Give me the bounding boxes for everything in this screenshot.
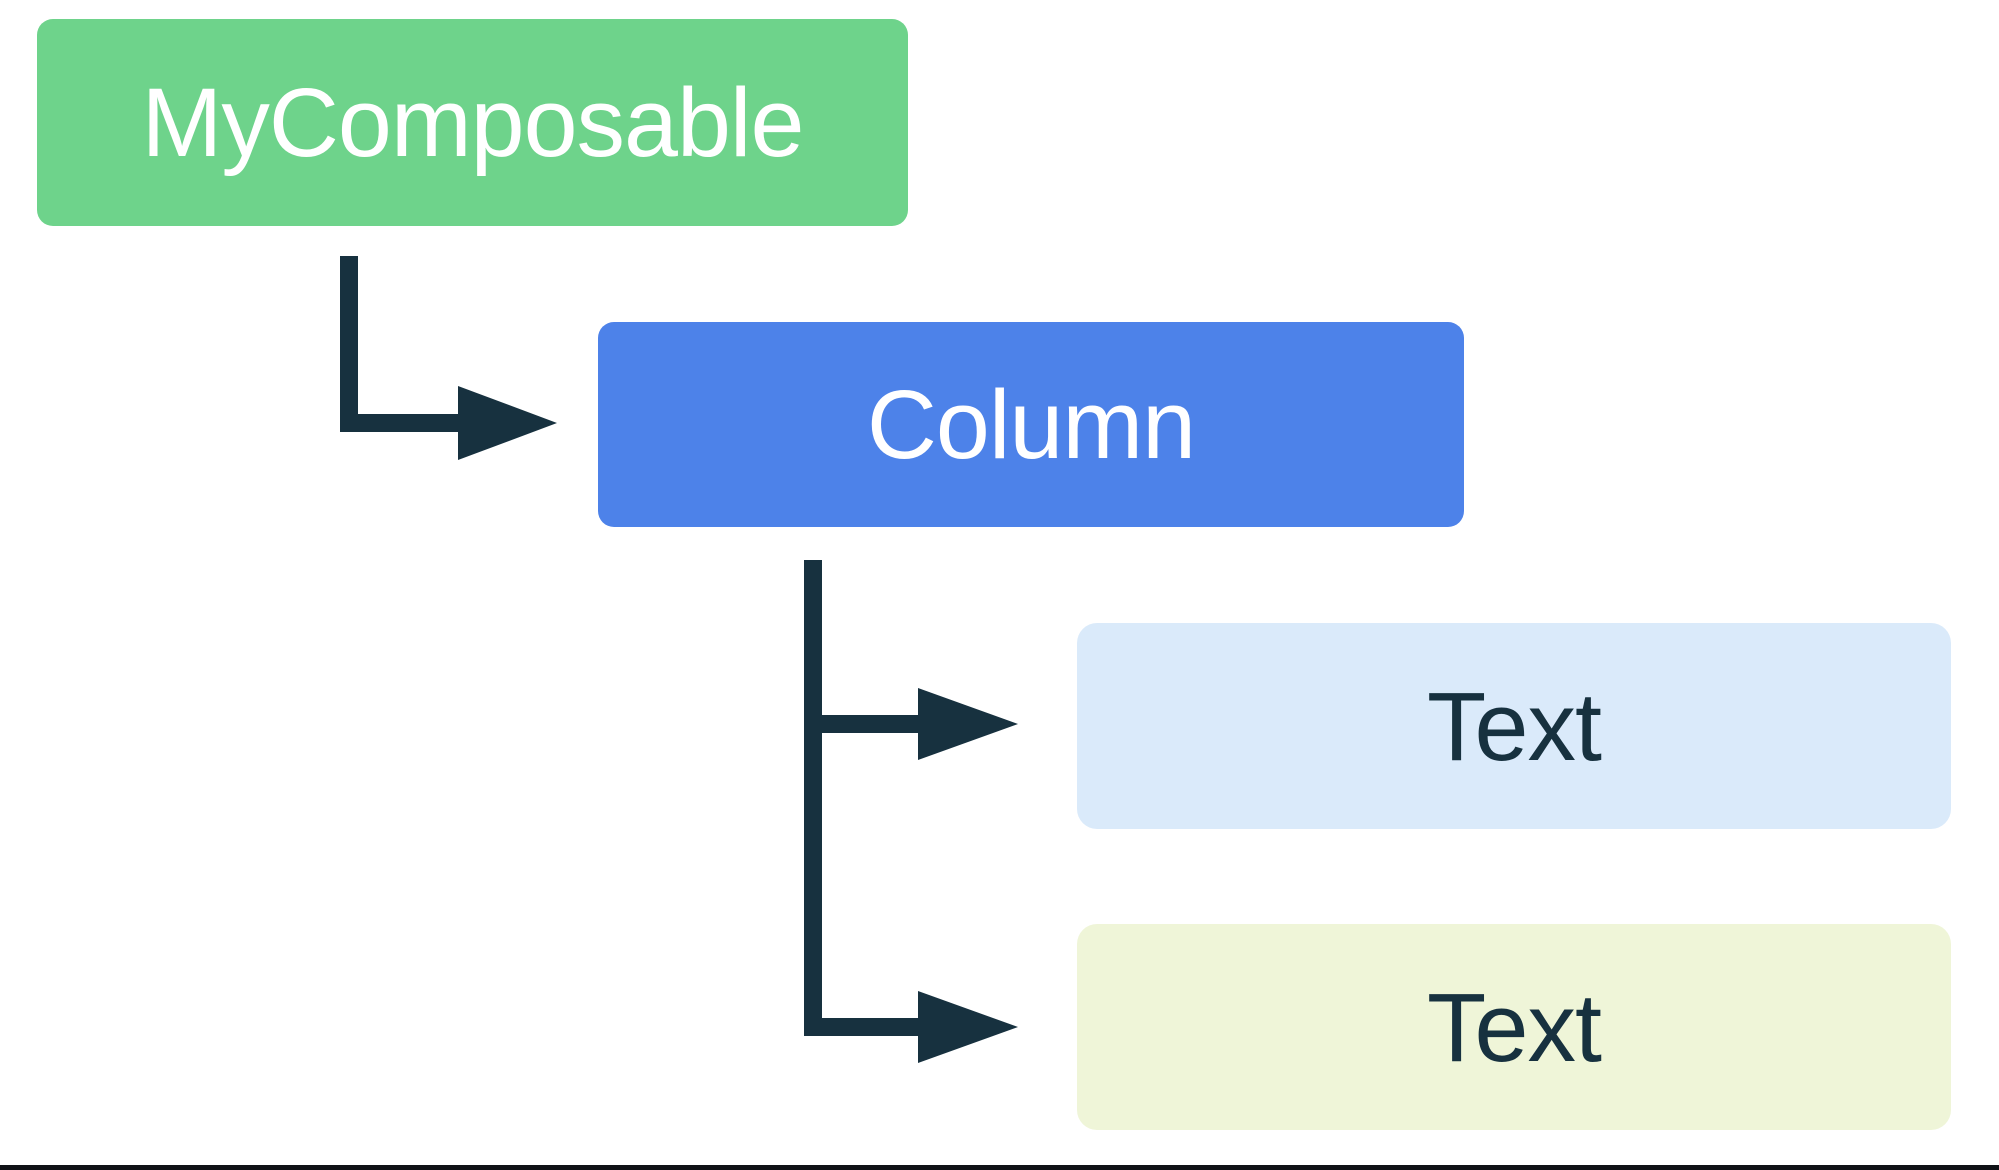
node-text-1: Text xyxy=(1077,623,1951,829)
node-column: Column xyxy=(598,322,1464,527)
arrow-mycomposable-to-column xyxy=(340,256,557,460)
node-text-2: Text xyxy=(1077,924,1951,1130)
bottom-edge-line xyxy=(0,1165,1999,1170)
node-mycomposable: MyComposable xyxy=(37,19,908,226)
arrow-column-to-text-1 xyxy=(804,560,1018,760)
node-column-label: Column xyxy=(866,370,1196,479)
node-mycomposable-label: MyComposable xyxy=(141,68,805,177)
node-text-2-label: Text xyxy=(1427,972,1602,1082)
arrow-column-to-text-2 xyxy=(804,715,1018,1063)
node-text-1-label: Text xyxy=(1427,671,1602,781)
